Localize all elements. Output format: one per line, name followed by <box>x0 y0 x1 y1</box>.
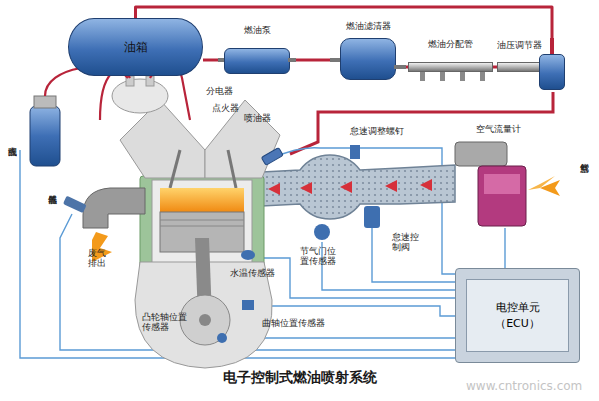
engine-block <box>205 100 280 178</box>
exhaust-manifold <box>63 196 87 213</box>
part-label: 空气流量计 <box>476 124 521 134</box>
filter-body <box>340 38 396 80</box>
sensors <box>241 250 255 260</box>
engine-block <box>228 150 236 188</box>
regulator-body <box>539 54 565 90</box>
node-label: 燃油泵 <box>218 25 296 35</box>
ecu-box: 电控单元 （ECU） <box>455 268 580 363</box>
intake-manifold <box>300 182 312 194</box>
sensors <box>364 206 380 228</box>
sensors <box>261 148 283 166</box>
filter-stub <box>394 65 406 69</box>
part-label: 点火器 <box>212 103 239 113</box>
pressure-regulator: 油压调节器 <box>497 38 569 92</box>
rail-tube <box>408 62 493 72</box>
part-label: 水温传感器 <box>230 268 275 278</box>
regulator-stub <box>550 38 554 55</box>
intake-manifold <box>350 145 360 159</box>
fuel-line <box>290 92 553 154</box>
fuel-rail: 燃油分配管 <box>408 38 493 82</box>
ignition <box>30 106 60 166</box>
engine-block <box>160 226 244 227</box>
fuel-pipe <box>296 59 330 62</box>
sensor-wires <box>248 258 455 298</box>
part-label: 怠速调整螺钉 <box>350 126 404 136</box>
fuel-tank: 油箱 <box>68 18 203 76</box>
rail-injector-stub <box>420 72 425 81</box>
intake-manifold <box>262 145 455 219</box>
part-label: 凸轮轴位置传感器 <box>142 312 190 333</box>
part-label: 分电器 <box>206 86 233 96</box>
node-label: 燃油滤清器 <box>330 21 406 31</box>
part-label: 曲轴位置传感器 <box>262 318 325 328</box>
ignition <box>34 96 56 108</box>
engine-block <box>120 100 280 368</box>
intake-manifold <box>262 155 455 219</box>
exhaust-manifold <box>83 188 145 228</box>
part-label: 节气门位置传感器 <box>300 246 340 267</box>
fuel-filter: 燃油滤清器 <box>330 20 406 82</box>
watermark: www.cntronics.com <box>466 380 582 394</box>
rail-injector-stub <box>460 72 465 81</box>
sensors <box>314 224 330 240</box>
air-flow-meter <box>478 166 526 226</box>
part-label: 怠速控制阀 <box>392 232 421 253</box>
part-label: 废气排出 <box>88 248 110 269</box>
rail-injector-stub <box>440 72 445 81</box>
fuel-pump: 燃油泵 <box>218 24 296 78</box>
engine-block <box>199 314 211 326</box>
node-label: 油压调节器 <box>497 40 569 50</box>
fuel-line <box>290 92 553 154</box>
engine-block <box>160 188 244 212</box>
air-flow-meter <box>540 180 560 196</box>
rail-injector-stub <box>480 72 485 81</box>
sensors <box>242 300 254 310</box>
sensor-wires <box>322 242 455 290</box>
intake-manifold <box>268 183 280 195</box>
ignition <box>100 70 130 120</box>
ecu-panel <box>466 279 569 352</box>
sensor-wires <box>20 148 505 358</box>
engine-block <box>160 220 244 221</box>
sensors <box>217 148 380 343</box>
engine-block <box>180 295 230 345</box>
pump-body <box>224 48 290 74</box>
air-flow-meter <box>455 142 560 226</box>
sensors <box>217 333 227 343</box>
ignition <box>30 64 190 166</box>
air-flow-meter <box>484 174 520 194</box>
ignition <box>112 79 168 113</box>
sensor-wires <box>252 306 455 316</box>
node-label: 电控单元 （ECU） <box>488 300 548 331</box>
node-label: 油箱 <box>124 39 148 56</box>
intake-manifold <box>420 179 432 191</box>
engine-block <box>170 150 180 188</box>
air-flow-meter <box>455 142 507 166</box>
pump-stub <box>288 58 296 62</box>
part-label: 喷油器 <box>244 113 271 123</box>
intake-manifold <box>385 180 397 192</box>
diagram-title: 电子控制式燃油喷射系统 <box>150 369 450 387</box>
part-label: 氧传感器 <box>48 188 58 228</box>
intake-manifold <box>340 181 352 193</box>
node-label: 燃油分配管 <box>408 39 493 49</box>
fuel-pipe <box>203 59 218 62</box>
sensor-wires <box>504 228 505 268</box>
air-flow-meter <box>528 176 555 190</box>
regulator-stub <box>497 62 541 72</box>
